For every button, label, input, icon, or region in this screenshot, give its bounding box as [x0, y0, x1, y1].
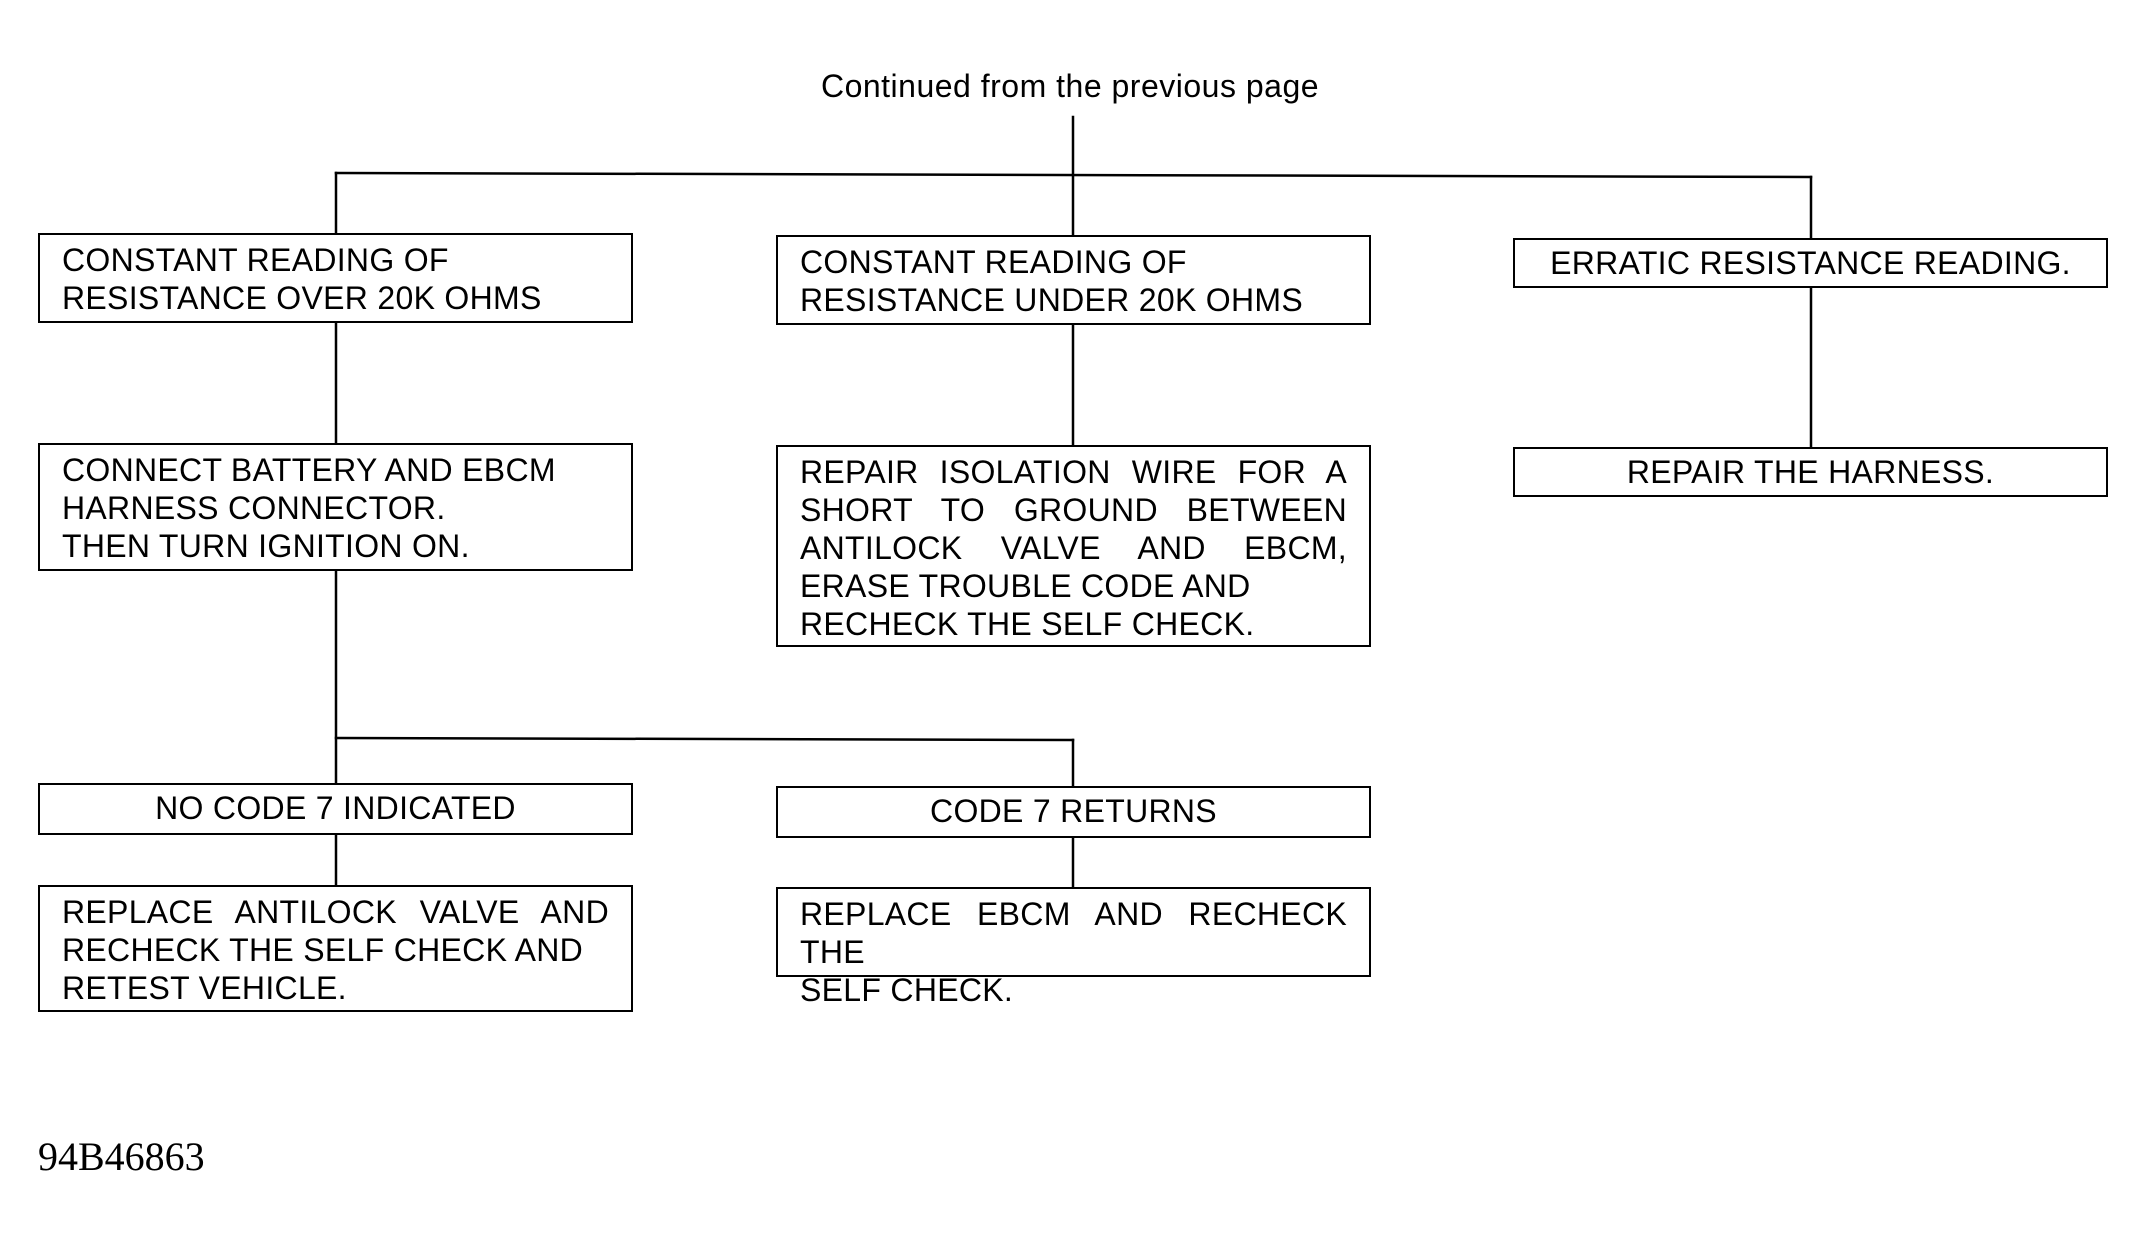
box-text: REPAIR THE HARNESS.: [1626, 454, 1995, 490]
box-connect-battery: CONNECT BATTERY AND EBCM HARNESS CONNECT…: [38, 443, 633, 571]
box-no-code-7: NO CODE 7 INDICATED: [38, 783, 633, 835]
box-repair-harness: REPAIR THE HARNESS.: [1513, 447, 2108, 497]
box-repair-isolation-wire: REPAIR ISOLATION WIRE FOR A SHORT TO GRO…: [776, 445, 1371, 647]
box-text: CONNECT BATTERY AND EBCM HARNESS CONNECT…: [62, 452, 556, 564]
box-text: CONSTANT READING OF RESISTANCE OVER 20K …: [62, 242, 542, 316]
box-text: REPLACE EBCM AND RECHECK THE SELF CHECK.: [800, 896, 1347, 1008]
connector-lower-bus: [334, 736, 1075, 742]
box-text: NO CODE 7 INDICATED: [155, 790, 516, 826]
box-replace-antilock-valve: REPLACE ANTILOCK VALVE AND RECHECK THE S…: [38, 885, 633, 1012]
box-code-7-returns: CODE 7 RETURNS: [776, 786, 1371, 838]
box-text: REPAIR ISOLATION WIRE FOR A SHORT TO GRO…: [800, 454, 1347, 642]
box-constant-over-20k: CONSTANT READING OF RESISTANCE OVER 20K …: [38, 233, 633, 323]
box-constant-under-20k: CONSTANT READING OF RESISTANCE UNDER 20K…: [776, 235, 1371, 325]
connector-top-bus: [334, 171, 1813, 179]
box-text: CONSTANT READING OF RESISTANCE UNDER 20K…: [800, 244, 1303, 318]
continued-from-previous-page: Continued from the previous page: [820, 68, 1320, 104]
figure-id: 94B46863: [38, 1134, 205, 1179]
box-text: CODE 7 RETURNS: [930, 793, 1217, 829]
box-text: REPLACE ANTILOCK VALVE AND RECHECK THE S…: [62, 894, 609, 1006]
box-replace-ebcm: REPLACE EBCM AND RECHECK THE SELF CHECK.: [776, 887, 1371, 1008]
box-text: ERRATIC RESISTANCE READING.: [1550, 245, 2071, 281]
box-erratic-reading: ERRATIC RESISTANCE READING.: [1513, 238, 2108, 288]
